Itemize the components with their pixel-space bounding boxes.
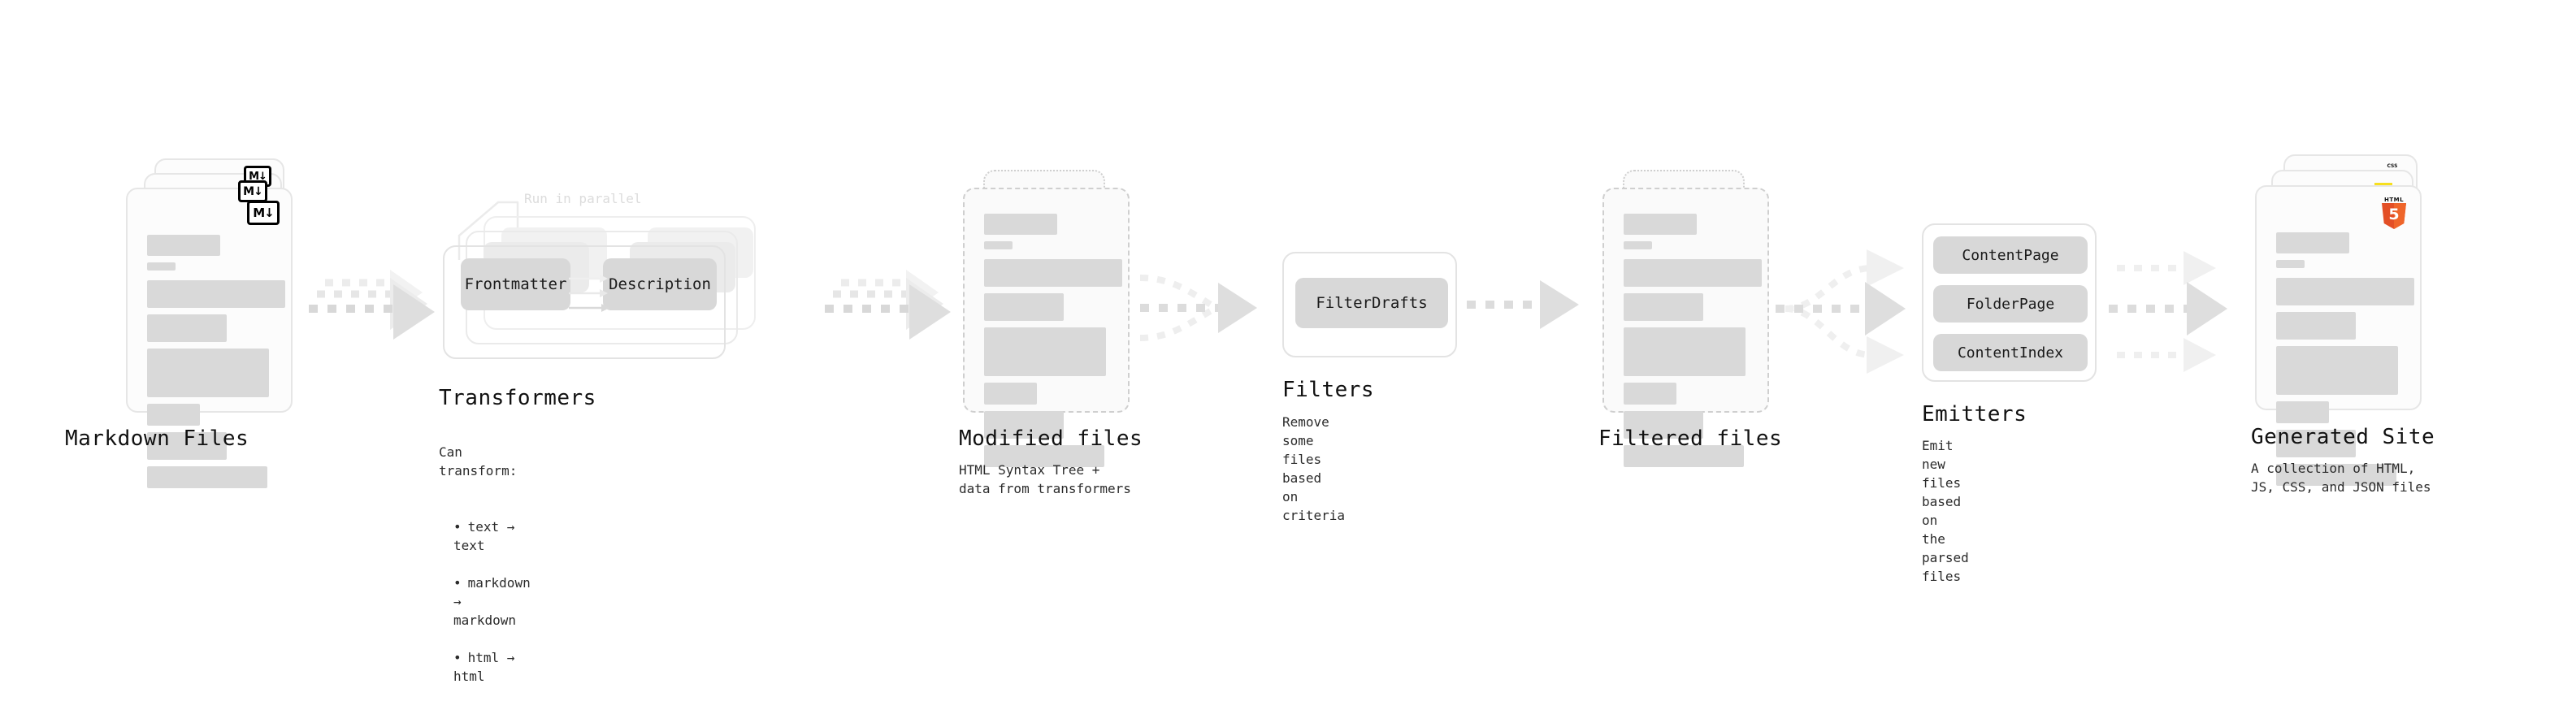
emitter-pill-contentindex[interactable]: ContentIndex [1933,334,2088,371]
transformer-box-front[interactable]: Frontmatter Description [443,245,726,359]
stage-subtitle-modified-files: HTML Syntax Tree + data from transformer… [959,462,1131,496]
stage-filtered-files: Filtered files [1598,158,1782,467]
stage-title-transformers: Transformers [439,386,596,410]
filters-box[interactable]: FilterDrafts [1282,252,1457,357]
stage-title-filters: Filters [1282,378,1375,402]
markdown-doc-lines [147,235,285,495]
transformers-bullet-0: text → text [453,517,531,555]
filtered-doc-front [1602,188,1769,467]
transformers-bullet-1: markdown → markdown [453,574,531,630]
html5-icon: HTML [2381,197,2407,229]
stage-markdown-files: M↓ M↓ M↓ Markdown Files [65,158,313,488]
markdown-icon: M↓ [247,201,280,225]
emitter-pill-contentpage[interactable]: ContentPage [1933,236,2088,274]
modified-doc-front [963,188,1130,467]
connector-emitters-to-site [2109,251,2227,372]
connector-filters-to-filtered [1467,280,1579,329]
stage-title-filtered-files: Filtered files [1598,426,1783,451]
connector-md-to-transformers [309,270,435,340]
stage-generated-site: CSS HTML Generated Site A collection [2251,154,2442,495]
connector-modified-to-filters [1139,275,1257,341]
emitters-box[interactable]: ContentPage FolderPage ContentIndex [1922,223,2097,382]
transformers-subtitle-text: Can transform: [439,444,518,478]
stage-title-generated-site: Generated Site [2251,425,2435,449]
emitter-pill-folderpage[interactable]: FolderPage [1933,285,2088,323]
transformer-pill-frontmatter[interactable]: Frontmatter [461,258,570,310]
connector-transformers-to-modified [825,270,951,340]
transformers-bullet-2: html → html [453,648,531,686]
modified-doc-lines [984,214,1122,474]
stage-subtitle-emitters: Emit new files based on the parsed files [1922,438,1969,584]
transformer-pill-description[interactable]: Description [603,258,717,310]
markdown-doc-front: M↓ [126,188,293,488]
connector-filtered-to-emitters [1776,249,1906,374]
markdown-doc-stack: M↓ M↓ M↓ [126,158,313,488]
stage-modified-files: Modified files HTML Syntax Tree + data f… [959,158,1143,496]
parallel-annotation: Run in parallel [524,191,642,206]
generated-doc-lines [2276,232,2414,492]
filter-pill-filterdrafts[interactable]: FilterDrafts [1295,278,1448,328]
generated-doc-front: HTML [2255,185,2422,486]
modified-doc-stack [963,158,1134,467]
stage-subtitle-transformers: Can transform: text → text markdown → ma… [439,424,531,723]
stage-subtitle-generated-site: A collection of HTML, JS, CSS, and JSON … [2251,461,2431,495]
transformers-bullet-list: text → text markdown → markdown html → h… [439,499,531,704]
stage-title-emitters: Emitters [1922,402,2027,426]
stage-title-modified-files: Modified files [959,426,1143,451]
stage-title-markdown-files: Markdown Files [65,426,249,451]
stage-subtitle-filters: Remove some files based on criteria [1282,414,1346,523]
filtered-doc-stack [1602,158,1773,467]
markdown-icon-mid: M↓ [238,180,267,202]
generated-doc-stack: CSS HTML [2255,154,2442,486]
filtered-doc-lines [1624,214,1762,474]
